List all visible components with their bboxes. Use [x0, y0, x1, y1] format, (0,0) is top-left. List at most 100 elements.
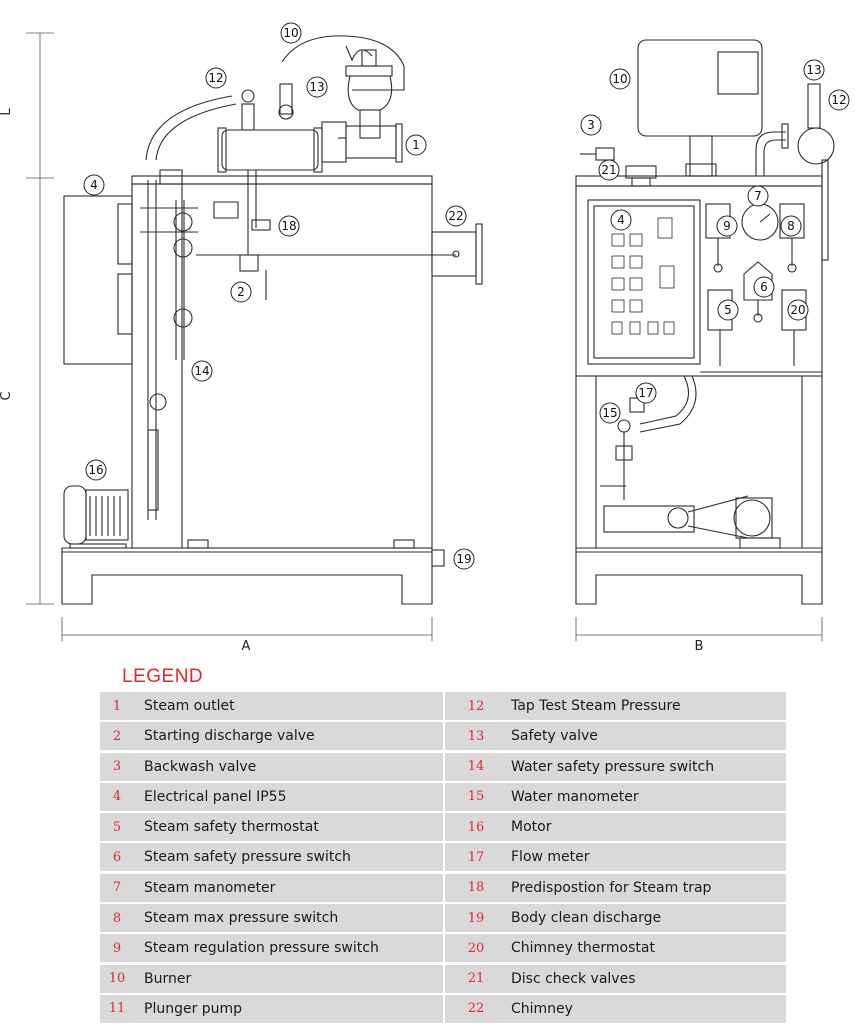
- svg-text:5: 5: [724, 303, 732, 317]
- front-electrical-panel: [63, 195, 133, 365]
- legend-label: Steam regulation pressure switch: [144, 940, 379, 957]
- legend-entry: 12 Tap Test Steam Pressure: [443, 692, 786, 720]
- svg-text:14: 14: [194, 364, 209, 378]
- side-pump-group: [600, 375, 781, 549]
- callout-side-7: 7: [747, 185, 769, 207]
- front-steam-outlet: [321, 121, 403, 163]
- legend-label: Water manometer: [511, 788, 639, 805]
- legend-entry: 6 Steam safety pressure switch: [100, 843, 443, 872]
- legend-number: 7: [112, 880, 122, 896]
- legend-number: 4: [112, 789, 122, 805]
- callout-side-8: 8: [780, 215, 802, 237]
- legend-entry: 7 Steam manometer: [100, 873, 443, 902]
- svg-text:13: 13: [309, 80, 324, 94]
- legend-entry: 11 Plunger pump: [100, 994, 443, 1023]
- front-motor: [63, 485, 129, 549]
- legend-number: 19: [467, 910, 485, 926]
- callout-side-12: 12: [828, 89, 850, 111]
- callout-front-1: 1: [405, 134, 427, 156]
- legend-number: 21: [467, 971, 485, 987]
- legend-number: 16: [467, 819, 485, 835]
- legend-entry: 21 Disc check valves: [443, 964, 786, 993]
- dimension-letter-l: L: [0, 108, 14, 116]
- legend-number: 15: [467, 789, 485, 805]
- legend-number: 18: [467, 880, 485, 896]
- callout-front-18: 18: [278, 215, 300, 237]
- svg-text:4: 4: [90, 178, 98, 192]
- legend-title: LEGEND: [122, 666, 204, 687]
- side-burner: [637, 39, 763, 177]
- legend-label: Chimney: [511, 1000, 573, 1017]
- legend-entry: 9 Steam regulation pressure switch: [100, 934, 443, 963]
- legend-label: Burner: [144, 970, 192, 987]
- callout-side-13: 13: [803, 59, 825, 81]
- svg-text:13: 13: [806, 63, 821, 77]
- front-chimney: [431, 223, 483, 285]
- legend-number: 11: [108, 1001, 126, 1017]
- svg-text:19: 19: [456, 552, 471, 566]
- legend-label: Safety valve: [511, 728, 598, 745]
- legend-number: 13: [467, 728, 485, 744]
- side-steam-manometer: [741, 203, 779, 241]
- dimension-letter-c: C: [0, 391, 14, 400]
- legend-number: 6: [112, 849, 122, 865]
- svg-text:21: 21: [601, 163, 616, 177]
- front-pipes: [140, 95, 456, 520]
- svg-text:7: 7: [754, 189, 762, 203]
- legend-number: 3: [112, 759, 122, 775]
- svg-text:3: 3: [587, 118, 595, 132]
- front-safety-valve: [278, 83, 294, 120]
- callout-side-9: 9: [716, 215, 738, 237]
- dimension-lines-left: [26, 32, 54, 605]
- legend-label: Body clean discharge: [511, 910, 662, 927]
- svg-text:20: 20: [790, 303, 805, 317]
- technical-drawing: L C A B 10 12 13 1 4 22: [0, 22, 850, 654]
- callout-side-6: 6: [753, 276, 775, 298]
- side-frame: [575, 175, 823, 548]
- dimension-letter-a: A: [242, 639, 251, 654]
- svg-text:12: 12: [208, 71, 223, 85]
- legend-label: Tap Test Steam Pressure: [511, 698, 681, 714]
- legend-entry: 18 Predispostion for Steam trap: [443, 873, 786, 902]
- callout-side-4: 4: [610, 209, 632, 231]
- callout-side-17: 17: [635, 382, 657, 404]
- callout-side-5: 5: [717, 299, 739, 321]
- svg-text:10: 10: [612, 72, 627, 86]
- legend-entry: 15 Water manometer: [443, 782, 786, 811]
- legend-number: 9: [112, 940, 122, 956]
- dimension-line-b: [575, 617, 823, 641]
- svg-text:9: 9: [723, 219, 731, 233]
- legend-label: Steam safety thermostat: [144, 819, 319, 836]
- legend-label: Steam manometer: [144, 879, 276, 896]
- callout-side-21: 21: [598, 159, 620, 181]
- legend-label: Chimney thermostat: [511, 940, 655, 957]
- legend-number: 12: [467, 698, 485, 714]
- legend-label: Steam safety pressure switch: [144, 849, 351, 866]
- legend-label: Water safety pressure switch: [511, 758, 715, 775]
- legend-label: Predispostion for Steam trap: [511, 879, 712, 896]
- svg-text:15: 15: [602, 406, 617, 420]
- legend-label: Disc check valves: [511, 970, 636, 987]
- legend-label: Starting discharge valve: [144, 728, 315, 745]
- legend-row: 7 Steam manometer 18 Predispostion for Ste…: [100, 873, 786, 902]
- legend-label: Plunger pump: [144, 1000, 243, 1017]
- front-steam-header: [217, 89, 323, 300]
- svg-text:2: 2: [237, 285, 245, 299]
- legend-label: Steam max pressure switch: [144, 910, 339, 927]
- front-base: [61, 547, 445, 605]
- side-base: [575, 547, 823, 605]
